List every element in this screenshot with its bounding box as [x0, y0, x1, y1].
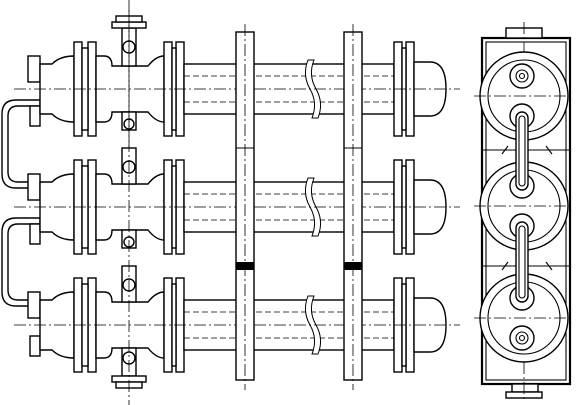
nozzle-flange [29, 105, 41, 127]
nozzle-flange [27, 55, 41, 83]
end-ubend-lower [515, 221, 529, 303]
tube-support-right [343, 24, 363, 390]
end-circle-top [474, 51, 574, 141]
end-ubend-upper [515, 111, 529, 191]
front-view [1, 0, 460, 405]
end-view [474, 22, 574, 402]
tube-support-left [235, 24, 255, 390]
